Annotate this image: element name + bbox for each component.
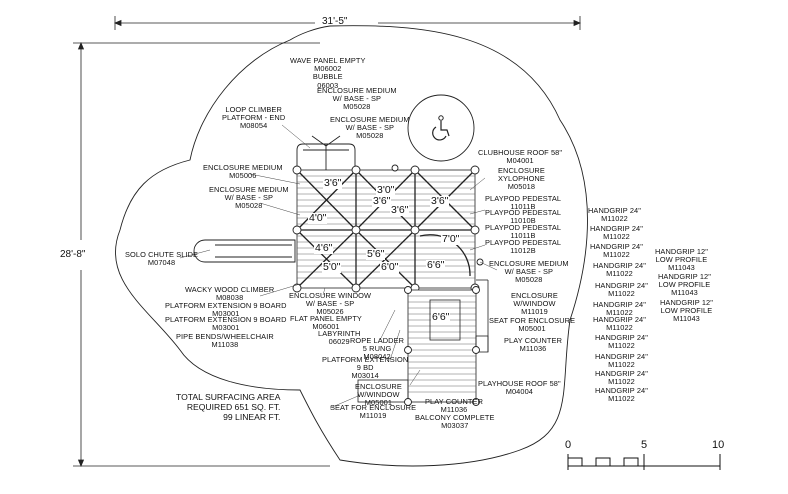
label-play-counter: PLAY COUNTER M11036 [504,336,563,354]
accessibility-symbol [407,94,475,162]
room-dim: 6'6" [431,311,451,323]
label-enclosure-window-base: ENCLOSURE WINDOW W/ BASE - SP M05026 [289,291,372,317]
loop-climber-structure [296,135,356,170]
scale-tick: 5 [641,439,648,451]
label-platform-extension: PLATFORM EXTENSION 9 BOARD M03001 [165,301,287,319]
label-playhouse-roof: PLAYHOUSE ROOF 58" M04004 [478,379,561,397]
label-handgrip-12: HANDGRIP 12" LOW PROFILE M11043 [660,298,713,324]
label-handgrip-24: HANDGRIP 24" M11022 [593,300,646,318]
room-dim: 4'6" [314,242,334,254]
label-handgrip-24: HANDGRIP 24" M11022 [593,261,646,279]
label-handgrip-24: HANDGRIP 24" M11022 [588,206,641,224]
label-handgrip-24: HANDGRIP 24" M11022 [590,224,643,242]
label-solo-chute-slide: SOLO CHUTE SLIDE M07048 [125,250,199,268]
label-balcony-complete: BALCONY COMPLETE M03037 [415,413,495,431]
label-handgrip-12: HANDGRIP 12" LOW PROFILE M11043 [658,272,711,298]
room-dim: 5'6" [366,248,386,260]
width-dimension-line [113,16,582,30]
surfacing-boundary [114,25,588,467]
label-handgrip-24: HANDGRIP 24" M11022 [595,333,648,351]
label-enclosure-xylophone: ENCLOSURE XYLOPHONE M05018 [498,166,545,192]
label-playpod-pedestal: PLAYPOD PEDESTAL 11011B [485,223,562,241]
label-seat-for-enclosure: SEAT FOR ENCLOSURE M05001 [489,316,576,334]
label-playpod-pedestal: PLAYPOD PEDESTAL 11012B [485,238,562,256]
label-playpod-pedestal: PLAYPOD PEDESTAL 11011B [485,194,562,212]
label-handgrip-24: HANDGRIP 24" M11022 [595,281,648,299]
label-handgrip-12: HANDGRIP 12" LOW PROFILE M11043 [655,247,708,273]
label-handgrip-24: HANDGRIP 24" M11022 [590,242,643,260]
label-handgrip-24: HANDGRIP 24" M11022 [595,352,648,370]
label-enclosure-medium-base: ENCLOSURE MEDIUM W/ BASE - SP M05028 [330,115,410,141]
room-dim: 3'6" [390,204,410,216]
label-handgrip-24: HANDGRIP 24" M11022 [593,315,646,333]
label-playpod-pedestal: PLAYPOD PEDESTAL 11010B [485,208,562,226]
lower-deck [357,279,489,406]
room-dim: 3'6" [430,195,450,207]
label-labyrinth: LABYRINTH 06029 [318,329,361,347]
label-platform-extension-9bd: PLATFORM EXTENSION 9 BD M03014 [322,355,409,381]
label-enclosure-medium-base: ENCLOSURE MEDIUM W/ BASE - SP M05028 [317,86,397,112]
label-flat-panel: FLAT PANEL EMPTY M06001 [290,314,362,332]
slide-structure [193,239,296,263]
room-dim: 6'6" [426,259,446,271]
label-enclosure-medium: ENCLOSURE MEDIUM M05006 [203,163,283,181]
room-dim: 5'0" [322,261,342,273]
label-handgrip-24: HANDGRIP 24" M11022 [595,369,648,387]
scale-bar [567,454,721,470]
label-clubhouse-roof: CLUBHOUSE ROOF 58" M04001 [478,148,563,166]
room-dim: 4'0" [308,212,328,224]
scale-tick: 0 [565,439,572,451]
room-dim: 3'6" [323,177,343,189]
room-dim: 7'0" [441,233,461,245]
label-enclosure-window: ENCLOSURE W/WINDOW M05001 [355,382,402,408]
height-dimension-line [73,41,330,468]
label-enclosure-medium-base: ENCLOSURE MEDIUM W/ BASE - SP M05028 [209,185,289,211]
label-enclosure-window: ENCLOSURE W/WINDOW M11019 [511,291,558,317]
leader-lines [179,124,498,409]
label-wave-panel: WAVE PANEL EMPTY M06002 BUBBLE 06003 [290,56,366,90]
surfacing-area-note: TOTAL SURFACING AREA REQUIRED 651 SQ. FT… [176,392,281,422]
label-wacky-wood-climber: WACKY WOOD CLIMBER M08038 [185,285,275,303]
room-dim: 6'0" [380,261,400,273]
label-seat-for-enclosure: SEAT FOR ENCLOSURE M11019 [330,403,417,421]
width-dimension: 31'-5" [322,16,348,27]
label-play-counter: PLAY COUNTER M11036 [425,397,484,415]
room-dim: 3'6" [372,195,392,207]
label-enclosure-medium-base: ENCLOSURE MEDIUM W/ BASE - SP M05028 [489,259,569,285]
scale-tick: 10 [712,439,725,451]
label-platform-extension: PLATFORM EXTENSION 9 BOARD M03001 [165,315,287,333]
height-dimension: 28'-8" [60,249,86,260]
label-handgrip-24: HANDGRIP 24" M11022 [595,386,648,404]
label-pipe-bends: PIPE BENDS/WHEELCHAIR M11038 [176,332,274,350]
label-loop-climber: LOOP CLIMBER PLATFORM - END M08054 [222,105,286,131]
room-dim: 3'0" [376,184,396,196]
label-rope-ladder: ROPE LADDER 5 RUNG M08042 [350,336,405,362]
